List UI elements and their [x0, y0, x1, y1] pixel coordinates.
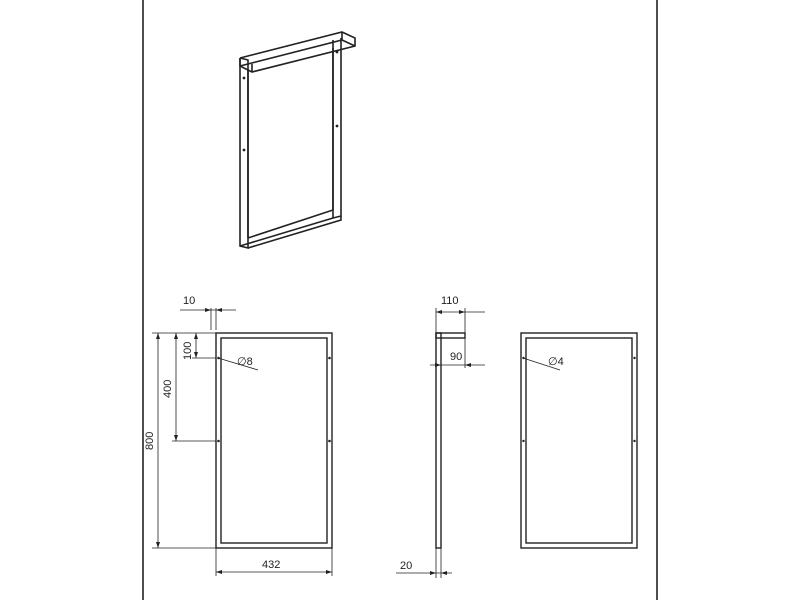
iso-hole — [242, 76, 246, 80]
back-hole — [633, 439, 636, 443]
front-hole — [328, 356, 331, 360]
iso-hole — [335, 124, 339, 128]
back-hole — [522, 439, 525, 443]
back-hole — [633, 356, 636, 360]
dim-front-hole-from-top: 100 — [182, 342, 194, 360]
dim-front-top-offset: 10 — [183, 295, 195, 307]
front-hole — [328, 439, 331, 443]
dim-side-bottom: 20 — [400, 560, 412, 572]
dim-front-height: 800 — [144, 432, 156, 450]
dim-front-hole-spacing: 400 — [162, 380, 174, 398]
iso-hole — [335, 50, 339, 54]
iso-hole — [242, 148, 246, 152]
dim-back-hole-diameter: ∅4 — [548, 356, 564, 368]
isometric-view — [239, 31, 356, 250]
back-view: ∅4 — [520, 332, 638, 549]
dim-front-hole-diameter: ∅8 — [237, 356, 253, 368]
dim-front-width: 432 — [262, 559, 280, 571]
side-view: 110 90 20 — [396, 295, 485, 578]
front-hole — [217, 439, 220, 443]
dim-side-rail-depth: 90 — [450, 351, 462, 363]
front-view: 10 100 400 800 432 ∅8 — [144, 295, 333, 576]
dim-side-depth: 110 — [441, 295, 459, 307]
